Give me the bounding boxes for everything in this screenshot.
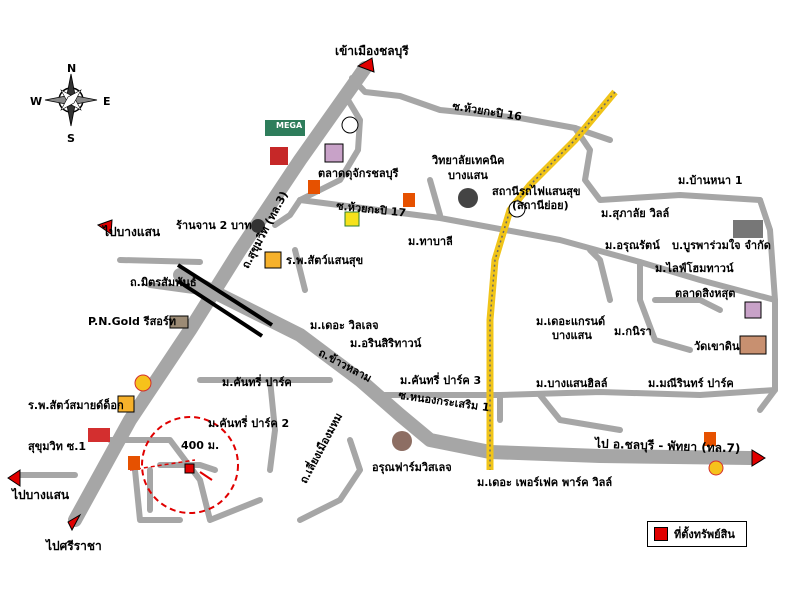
- label-to-chonburi-city: เข้าเมืองชลบุรี: [335, 44, 409, 58]
- label-college-1: วิทยาลัยเทคนิค: [432, 154, 505, 167]
- label-to-bangsaen-2: ไปบางแสน: [12, 488, 70, 502]
- label-to-bangsaen-1: ไปบางแสน: [103, 225, 161, 239]
- landmark-icons: [88, 116, 767, 476]
- compass-s: S: [67, 132, 75, 145]
- label-vet-samai: ร.พ.สัตว์สมายด์ด็อก: [28, 399, 124, 412]
- label-manee: ม.มณีรินทร์ ปาร์ค: [648, 377, 734, 390]
- label-tabali: ม.ทาบาลี: [408, 235, 453, 248]
- label-station-2: (สถานีย่อย): [512, 199, 569, 212]
- label-station-1: สถานีรถไฟแสนสุข: [492, 185, 581, 198]
- label-burapha: บ.บูรพาร่วมใจ จำกัด: [672, 239, 771, 252]
- legend-label: ที่ตั้งทรัพย์สิน: [674, 528, 735, 541]
- label-bangsaen-hill: ม.บางแสนฮิลล์: [536, 377, 608, 390]
- direction-arrows: [7, 57, 766, 532]
- label-vet-saensuk: ร.พ.สัตว์แสนสุข: [286, 254, 364, 267]
- label-kanthree-1: ม.คันทรี่ ปาร์ค: [222, 376, 292, 389]
- property-radius: [129, 416, 239, 514]
- label-college-2: บางแสน: [448, 169, 488, 182]
- label-distance: 400 ม.: [181, 439, 220, 452]
- label-kanthree-3: ม.คันทรี่ ปาร์ค 3: [400, 374, 482, 387]
- compass-n: N: [67, 62, 77, 75]
- label-lifetown: ม.ไลฟ์โฮมทาวน์: [655, 262, 734, 275]
- map-legend: ที่ตั้งทรัพย์สิน: [647, 521, 747, 547]
- property-marker: [184, 463, 195, 474]
- label-mitrsamphan: ถ.มิตรสัมพันธ์: [130, 276, 197, 289]
- label-wat-khao-din: วัดเขาดิน: [694, 340, 740, 353]
- label-sukrasa: ม.สุภาลัย วิลล์: [601, 207, 670, 220]
- legend-swatch: [654, 527, 668, 541]
- label-arinsiri: ม.อรินสิริทาวน์: [350, 337, 422, 350]
- label-restaurant: ร้านจาน 2 บาท: [176, 219, 252, 232]
- label-orun-farm: อรุณฟาร์มวิสเลจ: [372, 461, 452, 474]
- label-grand-2: บางแสน: [552, 329, 592, 342]
- label-talad-singhasot: ตลาดสิงหสุต: [675, 287, 736, 300]
- label-ban-na: ม.บ้านหนา 1: [678, 174, 743, 187]
- label-the-villa: ม.เดอะ วิลเลจ: [310, 319, 379, 332]
- label-grand-1: ม.เดอะแกรนด์: [536, 315, 606, 328]
- compass-e: E: [103, 95, 111, 108]
- compass-rose: [44, 73, 98, 127]
- label-sukhumvit-1: สุขุมวิท ซ.1: [28, 440, 87, 453]
- minor-roads: [17, 75, 778, 523]
- label-pn-gold: P.N.Gold รีสอร์ท: [88, 315, 177, 328]
- label-kanthree-2: ม.คันทรี่ ปาร์ค 2: [208, 417, 290, 430]
- label-arunrat: ม.อรุณรัตน์: [605, 239, 660, 252]
- compass-w: W: [30, 95, 43, 108]
- railway: [486, 89, 618, 470]
- label-to-sriracha: ไปศรีราชา: [46, 539, 102, 553]
- label-perfect-park: ม.เดอะ เพอร์เฟค พาร์ค วิลล์: [477, 476, 613, 489]
- label-kanira: ม.กนิรา: [614, 325, 652, 338]
- label-market-chonburi: ตลาดดุจักรชลบุรี: [318, 167, 399, 180]
- overpass-bridge: [176, 263, 274, 338]
- label-mega: MEGA: [276, 121, 303, 130]
